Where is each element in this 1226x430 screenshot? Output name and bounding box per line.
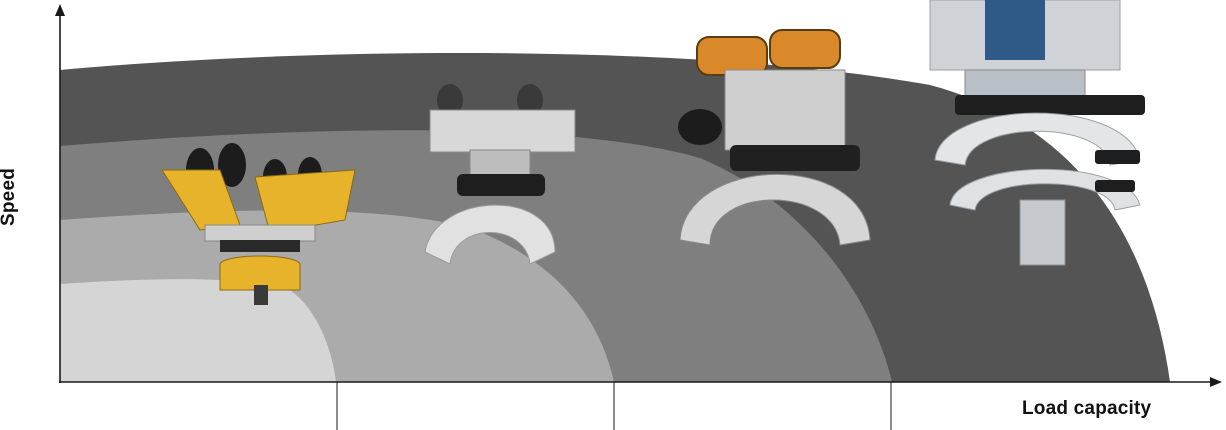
- compact-trolley: [424, 84, 576, 265]
- heavy-trolley: [929, 0, 1145, 266]
- axes: [55, 4, 1222, 387]
- y-axis-arrow-icon: [55, 4, 65, 16]
- x-axis-ticks: [336, 382, 892, 430]
- y-axis-label: Speed: [0, 167, 19, 226]
- band-1: [60, 279, 336, 382]
- x-axis-label: Load capacity: [1022, 398, 1152, 419]
- x-axis-arrow-icon: [1210, 377, 1222, 387]
- twin-trolley: [678, 29, 871, 246]
- yellow-trolley: [161, 143, 356, 305]
